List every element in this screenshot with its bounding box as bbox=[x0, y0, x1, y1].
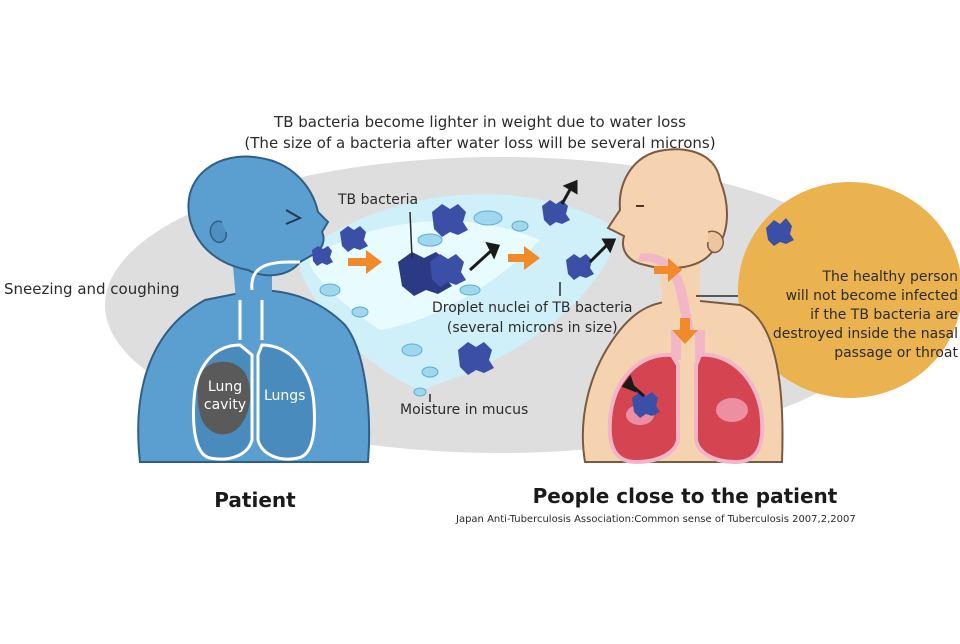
droplet-label-line1: Droplet nuclei of TB bacteria bbox=[432, 300, 633, 316]
motion-arrow-icon bbox=[562, 179, 578, 195]
lung-pink-mottle bbox=[716, 398, 748, 422]
patient-trachea bbox=[238, 300, 264, 340]
patient-ear bbox=[209, 220, 228, 244]
airflow-arrow-icon bbox=[508, 246, 540, 270]
top-caption-line2: (The size of a bacteria after water loss… bbox=[244, 134, 716, 152]
patient-airway-outline bbox=[250, 260, 300, 291]
tb-bacteria-icon bbox=[566, 254, 594, 280]
tb-bacteria-icon bbox=[432, 204, 468, 237]
water-droplet-icon bbox=[459, 284, 481, 296]
healthy-note-line5: passage or throat bbox=[834, 345, 958, 361]
water-droplet-icon bbox=[319, 283, 341, 297]
droplet-label-line2: (several microns in size) bbox=[446, 320, 618, 336]
tb-bacteria-icon bbox=[340, 226, 368, 252]
water-droplet-icon bbox=[351, 306, 369, 318]
airflow-arrow-icon bbox=[654, 258, 682, 282]
leader-lines bbox=[409, 211, 738, 402]
motion-arrow-icon bbox=[485, 241, 501, 260]
water-droplet-icon bbox=[421, 366, 439, 378]
water-droplet-icon bbox=[473, 210, 503, 226]
tb-bacteria-group bbox=[312, 200, 794, 418]
orange-oval bbox=[738, 182, 960, 398]
motion-arrow-icon bbox=[601, 238, 617, 254]
airflow-arrow-icon bbox=[348, 250, 382, 274]
patient-figure bbox=[137, 155, 371, 463]
top-caption-line1: TB bacteria become lighter in weight due… bbox=[274, 113, 686, 131]
tb-bacteria-label: TB bacteria bbox=[338, 192, 419, 208]
healthy-person-note: The healthy person will not become infec… bbox=[702, 268, 958, 363]
top-caption: TB bacteria become lighter in weight due… bbox=[180, 112, 780, 154]
water-droplet-icon bbox=[401, 343, 423, 357]
healthy-note-line1: The healthy person bbox=[822, 269, 958, 285]
patient-title: Patient bbox=[214, 488, 296, 512]
motion-arrow-icon bbox=[468, 248, 494, 272]
motion-arrow-icon bbox=[588, 242, 610, 264]
sneezing-label: Sneezing and coughing bbox=[4, 280, 180, 298]
healthy-note-line2: will not become infected bbox=[785, 288, 958, 304]
water-droplet-icon bbox=[413, 387, 427, 397]
tb-bacteria-icon bbox=[430, 254, 466, 287]
lung-cavity-shape bbox=[197, 361, 251, 435]
patient-eye-squint bbox=[285, 209, 303, 225]
droplet-label: Droplet nuclei of TB bacteria (several m… bbox=[432, 298, 632, 338]
lung-cavity-line1: Lung bbox=[207, 379, 243, 395]
healthy-note-line3: if the TB bacteria are bbox=[810, 307, 958, 323]
tb-bacteria-icon bbox=[458, 342, 494, 375]
water-droplets bbox=[319, 210, 529, 397]
lungs-label: Lungs bbox=[264, 388, 306, 404]
patient-head bbox=[187, 155, 330, 277]
motion-arrow-icon bbox=[621, 374, 637, 393]
tb-bacteria-icon bbox=[766, 218, 794, 246]
healthy-ear bbox=[706, 230, 724, 254]
tb-bacteria-icon bbox=[632, 392, 660, 418]
water-droplet-icon bbox=[511, 220, 529, 232]
lung-cavity-line2: cavity bbox=[203, 397, 247, 413]
people-close-title: People close to the patient bbox=[532, 484, 838, 508]
healthy-note-line4: destroyed inside the nasal bbox=[772, 326, 958, 342]
moisture-label: Moisture in mucus bbox=[400, 402, 529, 418]
tb-bacteria-leader-line bbox=[409, 211, 413, 259]
lung-cavity-label: Lung cavity bbox=[198, 378, 252, 414]
water-droplet-icon bbox=[417, 233, 443, 247]
tb-bacteria-icon bbox=[312, 246, 333, 266]
patient-right-lung bbox=[256, 343, 316, 461]
motion-arrows bbox=[468, 179, 645, 398]
source-citation: Japan Anti-Tuberculosis Association:Comm… bbox=[456, 514, 856, 525]
airflow-arrow-icon bbox=[672, 318, 698, 344]
tb-bacteria-icon bbox=[542, 200, 570, 226]
